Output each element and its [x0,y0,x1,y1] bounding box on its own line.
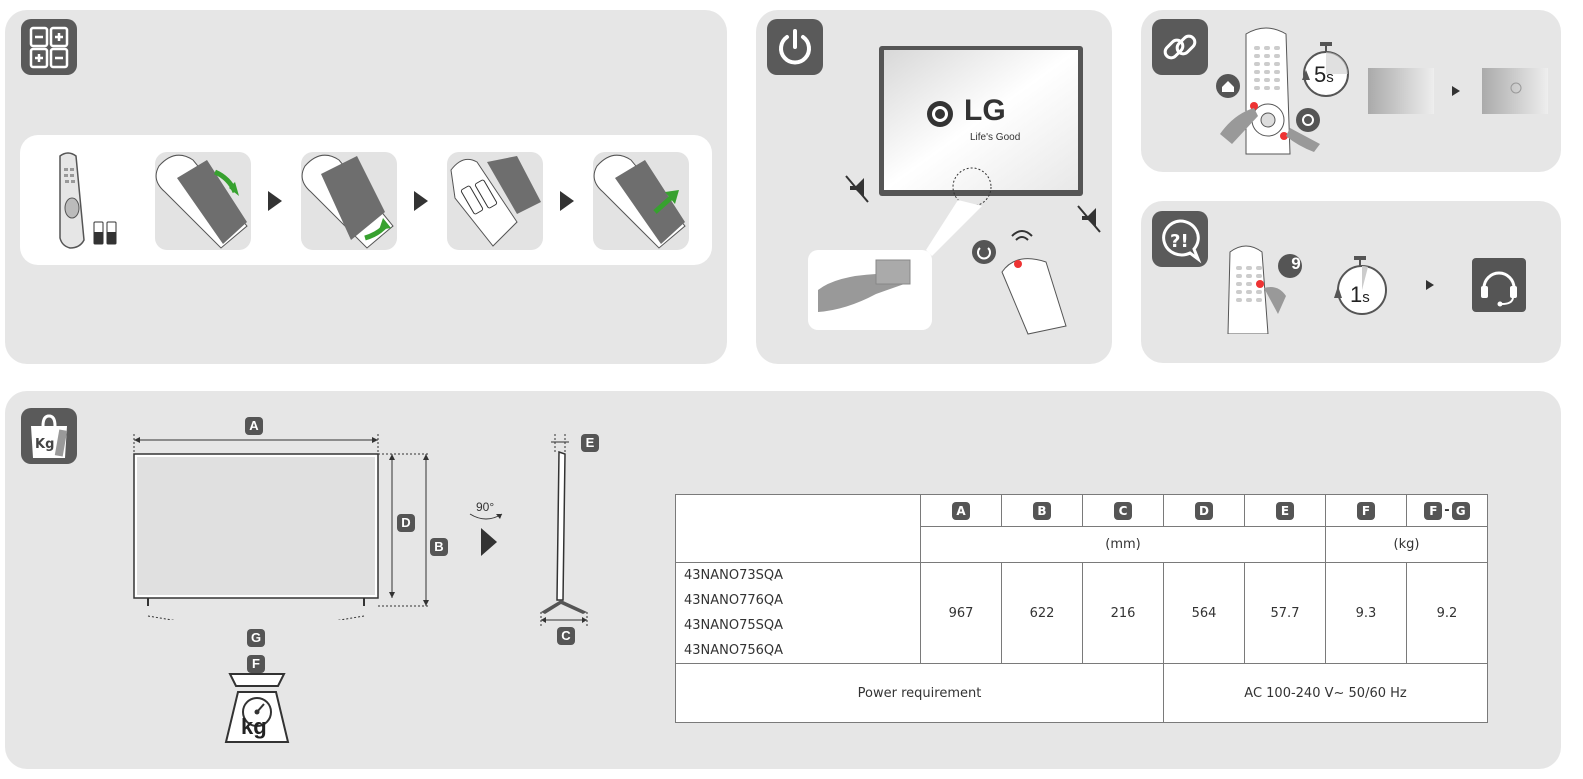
scale-icon [224,673,290,743]
step-arrow-1 [268,191,282,211]
model-name: 43NANO73SQA [684,568,784,583]
value-B: 622 [1001,562,1083,664]
svg-text:Kg: Kg [35,437,54,452]
step-arrow-2 [414,191,428,211]
rotate-icon [469,513,503,520]
power-requirement-value: AC 100-240 V~ 50/60 Hz [1163,663,1488,723]
tv-screen-after [1482,68,1548,114]
tv-dimension-drawing [133,434,430,620]
model-name: 43NANO776QA [684,593,784,608]
spec-table: A B C D E F F-G (mm) (kg) 43NANO73SQA43N… [675,494,1488,723]
value-C: 216 [1082,562,1164,664]
tv-side-view [540,434,588,626]
battery-step-4 [593,152,689,250]
stopwatch-1s-icon [1334,256,1387,315]
col-FG: F-G [1406,494,1488,527]
help-button-number: 9 [1291,254,1301,273]
value-A: 967 [920,562,1002,664]
support-headset-icon [1472,258,1526,312]
value-E: 57.7 [1244,562,1326,664]
dim-label-F: F [247,655,265,673]
value-F: 9.3 [1325,562,1407,664]
model-name: 43NANO756QA [684,643,784,658]
step-arrow-3 [560,191,574,211]
stopwatch-5s-icon [1302,42,1349,97]
unit-mm: (mm) [920,526,1326,563]
value-D: 564 [1163,562,1245,664]
battery-install-icon [21,19,77,75]
col-E: E [1244,494,1326,527]
battery-step-1 [155,152,251,250]
spec-header-blank [675,494,921,563]
model-name: 43NANO75SQA [684,618,784,633]
dim-label-C: C [557,627,575,645]
help-timer: 1s [1350,282,1370,307]
power-requirement-label: Power requirement [675,663,1164,723]
dim-label-D: D [397,514,415,532]
pairing-remote-illustration [1216,27,1320,155]
col-F: F [1325,494,1407,527]
dim-label-A: A [245,417,263,435]
scale-unit: kg [241,714,267,739]
help-arrow [1426,280,1434,290]
link-icon [1152,19,1208,75]
tv-screen-before [1368,68,1434,114]
tv-logo: LG [964,94,1006,127]
svg-text:?!: ?! [1170,231,1189,252]
power-icon [767,19,823,75]
weight-icon: Kg [21,408,77,464]
col-B: B [1001,494,1083,527]
help-icon: ?! [1152,211,1208,267]
model-list: 43NANO73SQA 43NANO776QA 43NANO75SQA 43NANO… [675,562,921,664]
pairing-timer: 5s [1314,62,1334,87]
col-D: D [1163,494,1245,527]
power-button-callout [808,167,1101,335]
col-C: C [1082,494,1164,527]
tv-slogan: Life's Good [970,132,1021,143]
rotate-arrow [481,528,497,556]
value-FG: 9.2 [1406,562,1488,664]
col-A: A [920,494,1002,527]
rotation-label: 90° [476,500,495,514]
remote-with-batteries-illustration [59,152,117,249]
battery-step-2 [301,152,397,250]
unit-kg: (kg) [1325,526,1488,563]
tv-illustration [879,46,1083,196]
dim-label-B: B [430,538,448,556]
dim-label-E: E [581,434,599,452]
help-remote-illustration [1227,245,1302,334]
dim-label-G: G [247,629,265,647]
battery-step-3 [447,152,543,250]
pairing-arrow [1452,86,1460,96]
